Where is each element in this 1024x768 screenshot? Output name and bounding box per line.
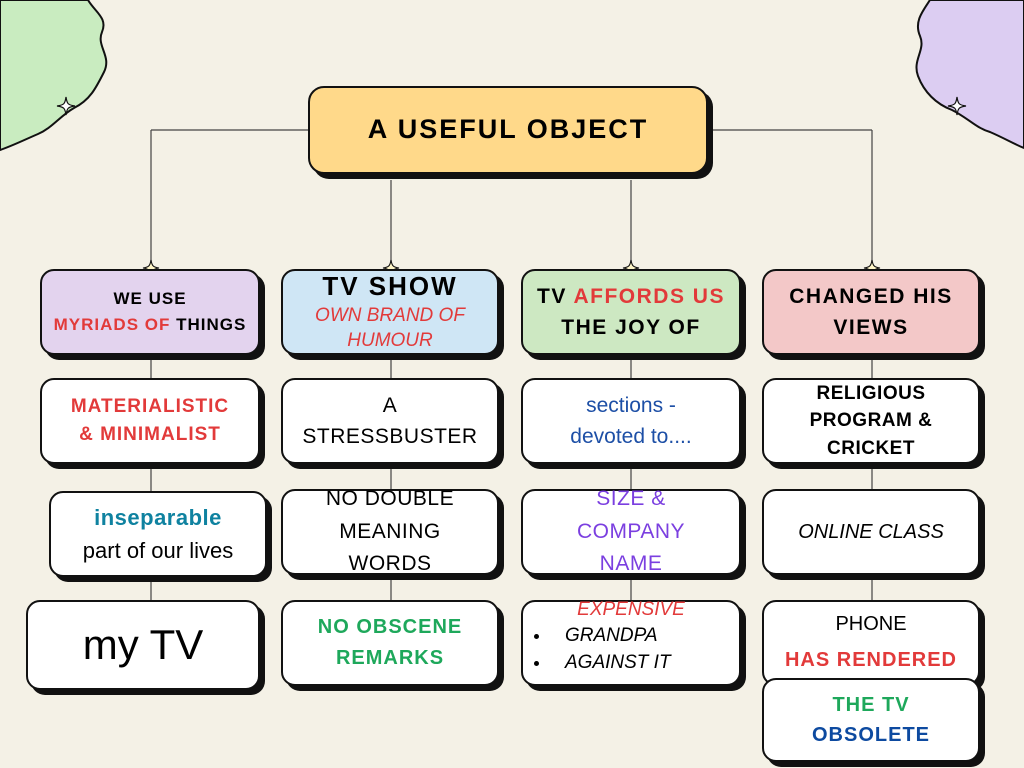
node-inseparable: inseparable part of our lives [49,491,267,577]
left-blob-shape [0,0,108,152]
root-label: A USEFUL OBJECT [367,114,649,145]
list-item: GRANDPA [551,622,671,650]
header-node-changed-views: CHANGED HIS VIEWS [762,269,980,355]
node-religious: RELIGIOUS PROGRAM & CRICKET [762,378,980,464]
node-my-tv: my TV [26,600,260,690]
node-line: NAME [599,552,663,576]
node-line: PHONE [835,613,907,635]
header-title: TV SHOW [322,271,458,302]
node-line: A [382,393,398,417]
header-text: TV [537,284,567,308]
node-phone: PHONE HAS RENDERED [762,600,980,686]
header-line: MYRIADS OF THINGS [54,312,247,338]
node-size-company: SIZE & COMPANY NAME [521,487,741,575]
highlight-text: MYRIADS OF [53,315,171,334]
node-line: WORDS [348,552,432,576]
node-line: sections - [586,393,676,417]
header-line: THE JOY OF [561,316,701,339]
header-line: CHANGED HIS [789,284,953,308]
node-no-obscene: NO OBSCENE REMARKS [281,600,499,686]
node-line: & MINIMALIST [79,424,221,445]
node-materialistic: MATERIALISTIC & MINIMALIST [40,378,260,464]
node-no-double-meaning: NO DOUBLE MEANING WORDS [281,487,499,575]
header-node-myriads: WE USE MYRIADS OF THINGS [40,269,260,355]
sparkle-icon [947,96,967,116]
header-line: VIEWS [833,316,909,339]
node-text: ONLINE CLASS [798,520,944,543]
header-line: TV AFFORDS US [537,281,725,313]
node-line: CRICKET [827,437,915,459]
node-line: NO OBSCENE [317,616,463,638]
node-line: MATERIALISTIC [70,396,230,418]
node-line: devoted to.... [570,425,692,448]
node-line: OBSOLETE [811,724,930,746]
header-sub: OWN BRAND OF [315,304,465,326]
node-line: HAS RENDERED [784,649,958,671]
header-sub: HUMOUR [347,330,433,352]
header-node-tv-show: TV SHOW OWN BRAND OF HUMOUR [281,269,499,355]
right-blob-shape [915,0,1024,150]
node-line: inseparable [94,505,222,530]
sparkle-icon [56,96,76,116]
node-expensive: EXPENSIVE GRANDPA AGAINST IT [521,599,741,686]
header-text: THINGS [176,315,247,334]
root-node: A USEFUL OBJECT [308,86,708,174]
header-line: WE USE [113,288,187,308]
node-line: RELIGIOUS [816,382,926,404]
node-sections: sections - devoted to.... [521,378,741,464]
node-line: MEANING [339,519,441,543]
node-text: my TV [82,620,204,668]
node-line: NO DOUBLE [325,487,455,511]
node-line: REMARKS [335,647,445,669]
node-top-line: EXPENSIVE [577,599,685,620]
node-line: STRESSBUSTER [302,425,478,448]
node-online-class: ONLINE CLASS [762,489,980,575]
node-line: SIZE & [596,487,666,511]
node-line: THE TV [832,694,910,716]
bullet-list: GRANDPA AGAINST IT [523,622,671,677]
header-node-affords: TV AFFORDS US THE JOY OF [521,269,741,355]
node-line: COMPANY [576,519,686,543]
node-line: PROGRAM & [809,410,933,432]
node-stressbuster: A STRESSBUSTER [281,378,499,464]
node-line: part of our lives [82,538,234,563]
highlight-text: AFFORDS US [573,284,725,308]
list-item: AGAINST IT [551,649,671,677]
node-tv-obsolete: THE TV OBSOLETE [762,678,980,762]
